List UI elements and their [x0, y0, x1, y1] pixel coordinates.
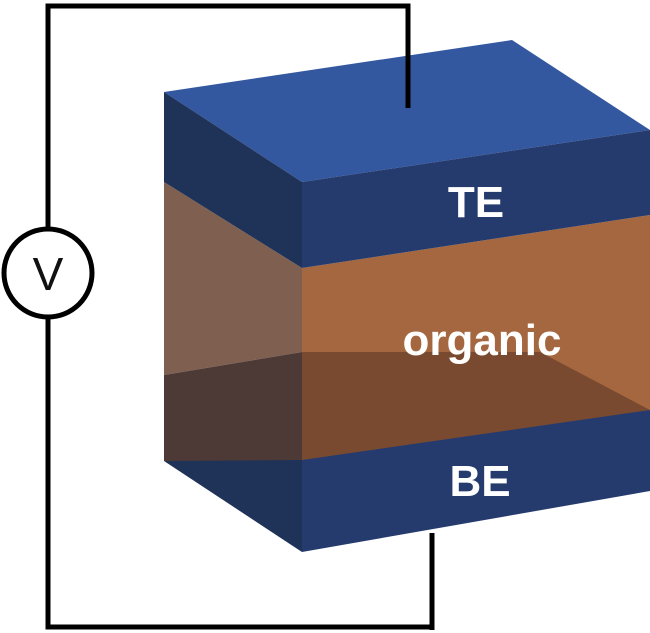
voltmeter: V — [1, 226, 95, 320]
te-top-face — [164, 40, 650, 182]
top-electrode — [164, 40, 650, 268]
organic-bottom-side — [164, 352, 302, 461]
voltmeter-label: V — [33, 248, 64, 300]
te-side-face — [164, 92, 302, 268]
voltmeter-circle — [1, 226, 95, 320]
organic-layer — [164, 182, 650, 461]
organic-side-face — [164, 182, 302, 375]
organic-label: organic — [403, 316, 562, 365]
be-label: BE — [449, 457, 510, 506]
te-front-face — [302, 130, 650, 268]
organic-bottom-front — [302, 352, 650, 460]
te-label: TE — [448, 178, 504, 227]
